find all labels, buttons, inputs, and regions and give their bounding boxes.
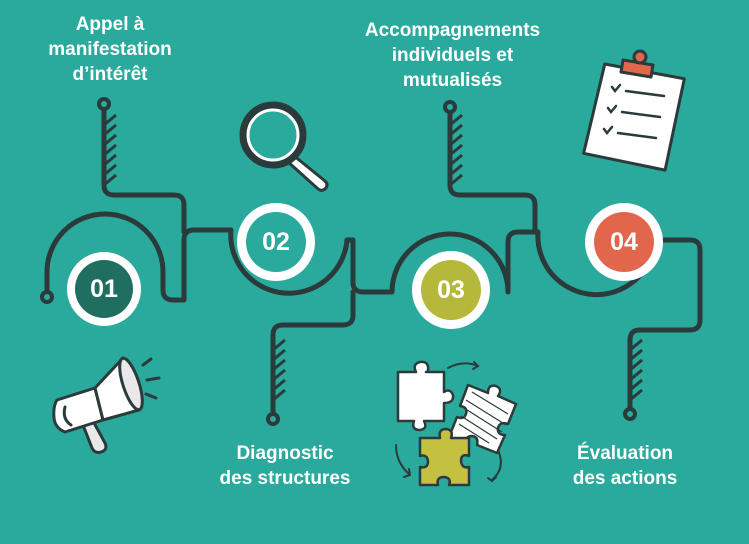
step-01-badge: 01 <box>75 260 133 318</box>
megaphone-icon <box>52 356 161 454</box>
step-04-label: Évaluation des actions <box>572 443 678 489</box>
step-02-label: Diagnostic des structures <box>219 443 351 489</box>
step-03-number: 03 <box>437 275 465 304</box>
step-02-number: 02 <box>262 227 290 256</box>
step-04-badge: 04 <box>594 212 654 272</box>
step-04-number: 04 <box>610 227 638 256</box>
step-01-number: 01 <box>90 274 118 303</box>
step-02-circle: 02 <box>237 203 315 281</box>
step-01-circle: 01 <box>67 252 141 326</box>
step-02-badge: 02 <box>246 212 306 272</box>
magnifier-icon <box>239 101 329 192</box>
step-03-circle: 03 <box>412 251 490 329</box>
clipboard-icon <box>582 49 686 172</box>
step-01-label: Appel à manifestation d’intérêt <box>48 14 172 85</box>
step-03-label: Accompagnements individuels et mutualisé… <box>364 20 541 91</box>
puzzle-icon <box>395 360 518 487</box>
step-03-badge: 03 <box>421 260 481 320</box>
step-04-circle: 04 <box>585 203 663 281</box>
